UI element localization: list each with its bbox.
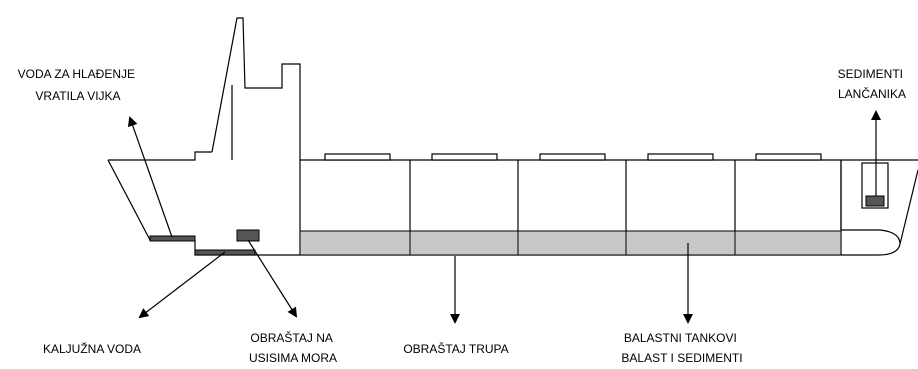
hatch-cover bbox=[324, 153, 391, 161]
ballast-tank bbox=[409, 230, 519, 256]
hatch-cover bbox=[539, 153, 606, 161]
bow-bulb bbox=[841, 229, 901, 256]
label-hull-fouling: OBRAŠTAJ TRUPA bbox=[403, 341, 508, 356]
ballast-tank bbox=[625, 230, 736, 256]
ballast-tanks bbox=[299, 230, 842, 256]
chain-locker-sediment bbox=[865, 195, 885, 207]
hatch-covers bbox=[324, 153, 822, 161]
chain-locker bbox=[861, 162, 889, 209]
label-bilge-water: KALJUŽNA VODA bbox=[43, 341, 141, 356]
stern-outline bbox=[108, 151, 212, 161]
arrow-sea-chest bbox=[247, 239, 298, 318]
label-chain-locker: SEDIMENTI LANČANIKA bbox=[838, 67, 907, 101]
superstructure bbox=[211, 17, 301, 160]
sea-chest bbox=[236, 229, 260, 242]
arrows bbox=[127, 110, 881, 324]
label-shaft-cooling: VODA ZA HLAĐENJE VRATILA VIJKA bbox=[18, 67, 139, 103]
stern-slope bbox=[107, 159, 151, 241]
ballast-tank bbox=[299, 230, 411, 256]
hatch-cover bbox=[431, 153, 498, 161]
shaft-cooling-bar bbox=[149, 235, 196, 242]
ballast-tank bbox=[517, 230, 627, 256]
ballast-tank bbox=[734, 230, 842, 256]
label-ballast: BALASTNI TANKOVI BALAST I SEDIMENTI bbox=[621, 331, 742, 365]
hatch-cover bbox=[755, 153, 822, 161]
labels: VODA ZA HLAĐENJE VRATILA VIJKA SEDIMENTI… bbox=[18, 67, 907, 365]
arrow-bilge bbox=[138, 251, 226, 319]
arrow-shaft-cooling bbox=[127, 116, 173, 238]
hatch-cover bbox=[647, 153, 714, 161]
label-sea-chest: OBRAŠTAJ NA USISIMA MORA bbox=[249, 330, 337, 365]
ship-hull bbox=[107, 17, 918, 256]
bow-stem bbox=[899, 169, 918, 245]
engine-room-items bbox=[149, 229, 260, 256]
